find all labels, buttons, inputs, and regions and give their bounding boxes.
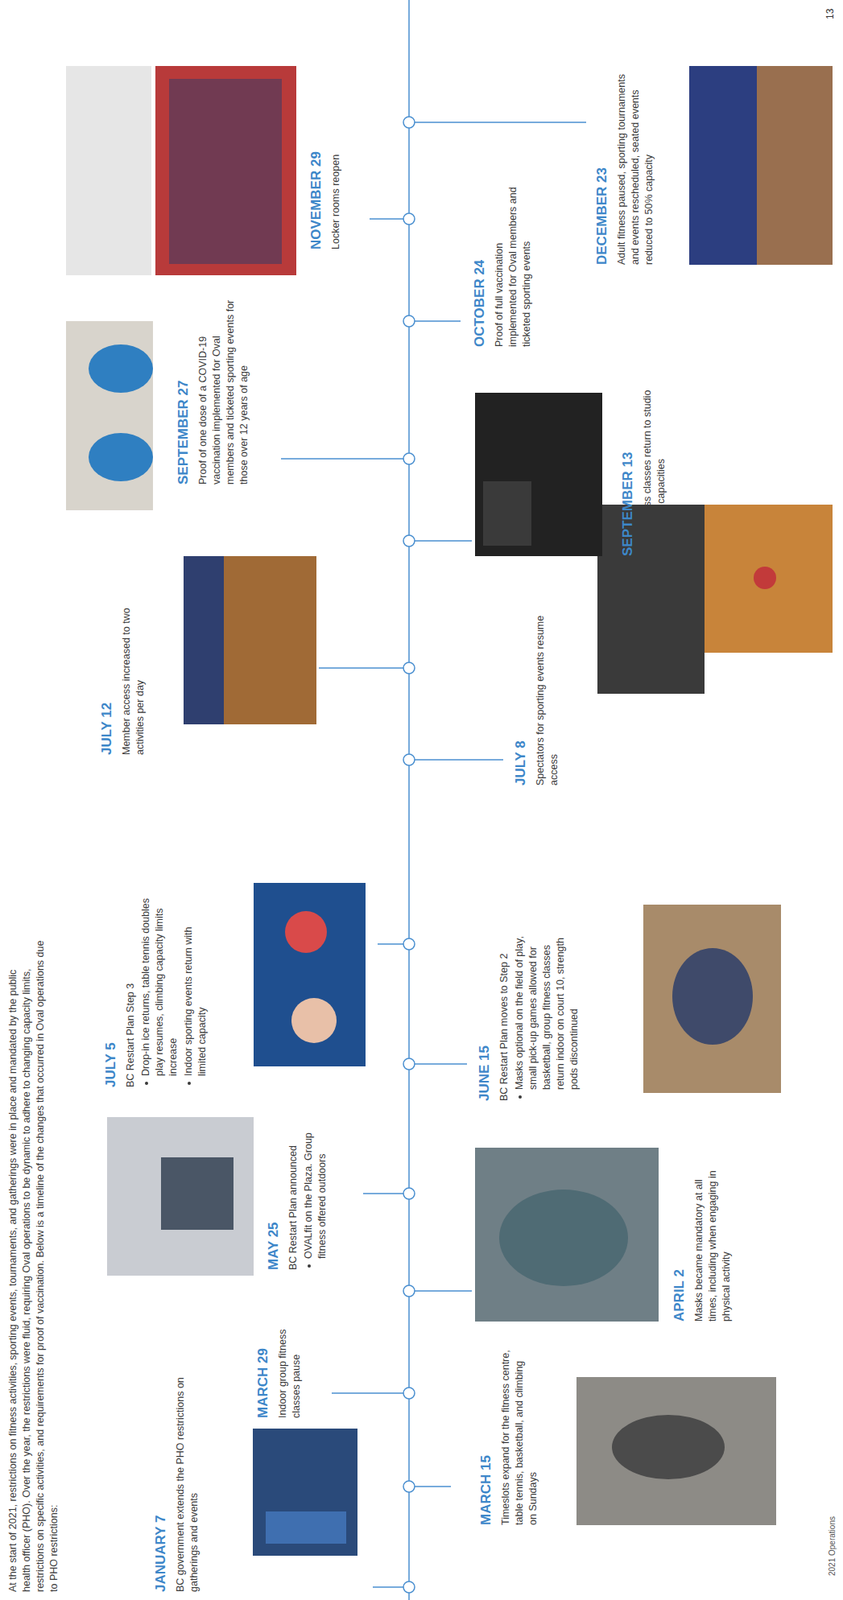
timeline-event: JULY 5BC Restart Plan Step 3Drop-in ice … bbox=[103, 898, 210, 1088]
timeline-dot bbox=[403, 116, 415, 1594]
event-text: Indoor group fitness classes pause bbox=[276, 1315, 304, 1419]
event-text: BC Restart Plan Step 3 bbox=[123, 898, 138, 1088]
event-date: DECEMBER 23 bbox=[594, 70, 611, 265]
event-date: JANUARY 7 bbox=[152, 1343, 170, 1593]
event-text: Locker rooms reopen bbox=[329, 143, 343, 250]
event-date: APRIL 2 bbox=[671, 1151, 688, 1323]
event-text: Masks became mandatory at all times, inc… bbox=[692, 1151, 734, 1323]
event-date: JUNE 15 bbox=[476, 917, 493, 1102]
event-date: OCTOBER 24 bbox=[471, 182, 488, 348]
event-text: BC Restart Plan announced bbox=[286, 1105, 301, 1271]
page-number: 13 bbox=[824, 8, 836, 20]
bullet-text: Drop-in ice returns, table tennis double… bbox=[139, 898, 181, 1077]
event-text: Member access increased to two activitie… bbox=[119, 600, 148, 756]
bullet-dot bbox=[144, 1082, 149, 1086]
event-text: BC Restart Plan moves to Step 2 bbox=[497, 917, 512, 1102]
event-date: MARCH 29 bbox=[255, 1315, 272, 1419]
event-text: Timeslots expand for the fitness centre,… bbox=[499, 1350, 541, 1526]
timeline-event: SEPTEMBER 13Group fitness classes return… bbox=[619, 380, 669, 557]
event-text: Spectators for sporting events resume ac… bbox=[533, 599, 562, 786]
event-text: Proof of one dose of a COVID-19 vaccinat… bbox=[196, 297, 252, 485]
bullet-text: Masks optional on the field of play, sma… bbox=[512, 917, 582, 1091]
event-date: MAY 25 bbox=[265, 1105, 282, 1271]
bullet-row: Drop-in ice returns, table tennis double… bbox=[139, 898, 181, 1088]
event-date: JULY 12 bbox=[99, 600, 116, 756]
event-date: NOVEMBER 29 bbox=[308, 143, 325, 250]
timeline-event: APRIL 2Masks became mandatory at all tim… bbox=[671, 1151, 734, 1323]
timeline-event: JUNE 15 BC Restart Plan moves to Step 2Ma… bbox=[476, 917, 582, 1102]
event-date: SEPTEMBER 27 bbox=[175, 297, 192, 485]
bullet-row: OVALfit on the Plaza. Group fitness offe… bbox=[301, 1105, 330, 1271]
timeline-event: OCTOBER 24Proof of full vaccination impl… bbox=[471, 182, 534, 348]
intro-text: At the start of 2021, restrictions on fi… bbox=[6, 940, 62, 1593]
timeline-axis bbox=[408, 0, 410, 1600]
timeline-event: JULY 12Member access increased to two ac… bbox=[99, 600, 148, 756]
bullet-dot bbox=[307, 1264, 311, 1269]
timeline-event: DECEMBER 23Adult fitness paused, sportin… bbox=[594, 70, 657, 265]
timeline-event: MARCH 29Indoor group fitness classes pau… bbox=[255, 1315, 304, 1419]
timeline-event: JULY 8Spectators for sporting events res… bbox=[512, 599, 562, 786]
timeline-event: JANUARY 7BC government extends the PHO r… bbox=[152, 1343, 202, 1593]
bullet-dot bbox=[187, 1082, 191, 1086]
event-date: MARCH 15 bbox=[478, 1350, 495, 1526]
timeline-event: MARCH 15Timeslots expand for the fitness… bbox=[478, 1350, 541, 1526]
timeline-event: SEPTEMBER 27Proof of one dose of a COVID… bbox=[175, 297, 252, 485]
timeline-event: MAY 25 BC Restart Plan announcedOVALfit o… bbox=[265, 1105, 330, 1271]
timeline-event: NOVEMBER 29 Locker rooms reopen bbox=[308, 143, 343, 250]
event-text: BC government extends the PHO restrictio… bbox=[173, 1343, 202, 1593]
event-text: Group fitness classes return to studio w… bbox=[640, 380, 669, 557]
bullet-dot bbox=[518, 1095, 522, 1100]
bullet-row: Masks optional on the field of play, sma… bbox=[512, 917, 582, 1102]
event-date: JULY 5 bbox=[103, 898, 120, 1088]
photo bbox=[66, 66, 833, 1557]
footer-text: 2021 Operations bbox=[827, 1516, 838, 1577]
event-date: JULY 8 bbox=[512, 599, 529, 786]
timeline-tick bbox=[281, 122, 587, 1588]
event-text: Proof of full vaccination implemented fo… bbox=[492, 182, 534, 348]
bullet-row: Indoor sporting events return with limit… bbox=[181, 898, 210, 1088]
event-date: SEPTEMBER 13 bbox=[619, 380, 637, 557]
bullet-text: OVALfit on the Plaza. Group fitness offe… bbox=[301, 1105, 330, 1260]
bullet-text: Indoor sporting events return with limit… bbox=[181, 898, 210, 1077]
event-text: Adult fitness paused, sporting tournamen… bbox=[615, 70, 657, 265]
